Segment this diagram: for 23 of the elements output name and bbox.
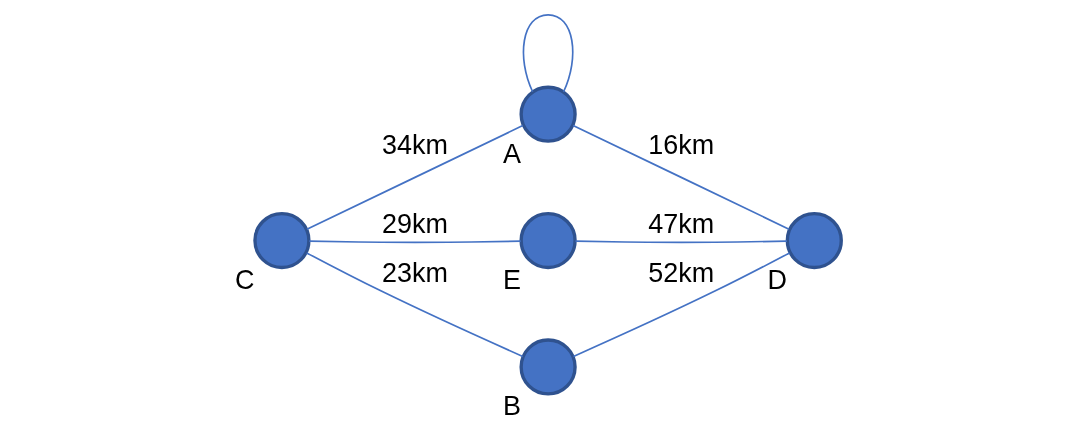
edge-label: 29km: [382, 209, 448, 240]
connector: [572, 124, 790, 231]
connector: [522, 13, 574, 93]
connector: [306, 124, 524, 231]
connector: [574, 240, 788, 244]
edge-label: 23km: [382, 258, 448, 289]
edge-label: 16km: [648, 130, 715, 161]
node-circle: [519, 85, 577, 143]
node-circle: [519, 338, 577, 396]
connector: [572, 252, 791, 358]
node-label: A: [502, 138, 521, 169]
node-label: C: [235, 265, 255, 296]
connector: [308, 240, 522, 244]
edge-label: 52km: [648, 258, 715, 289]
node-circle: [253, 211, 311, 270]
node-label: B: [502, 391, 521, 422]
edge-label: 34km: [382, 130, 448, 161]
node-circle: [785, 211, 843, 270]
edge-label: 47km: [648, 209, 715, 240]
connector: [305, 252, 524, 358]
node-circle: [519, 211, 577, 270]
node-label: D: [767, 265, 787, 296]
node-label: E: [502, 265, 521, 296]
